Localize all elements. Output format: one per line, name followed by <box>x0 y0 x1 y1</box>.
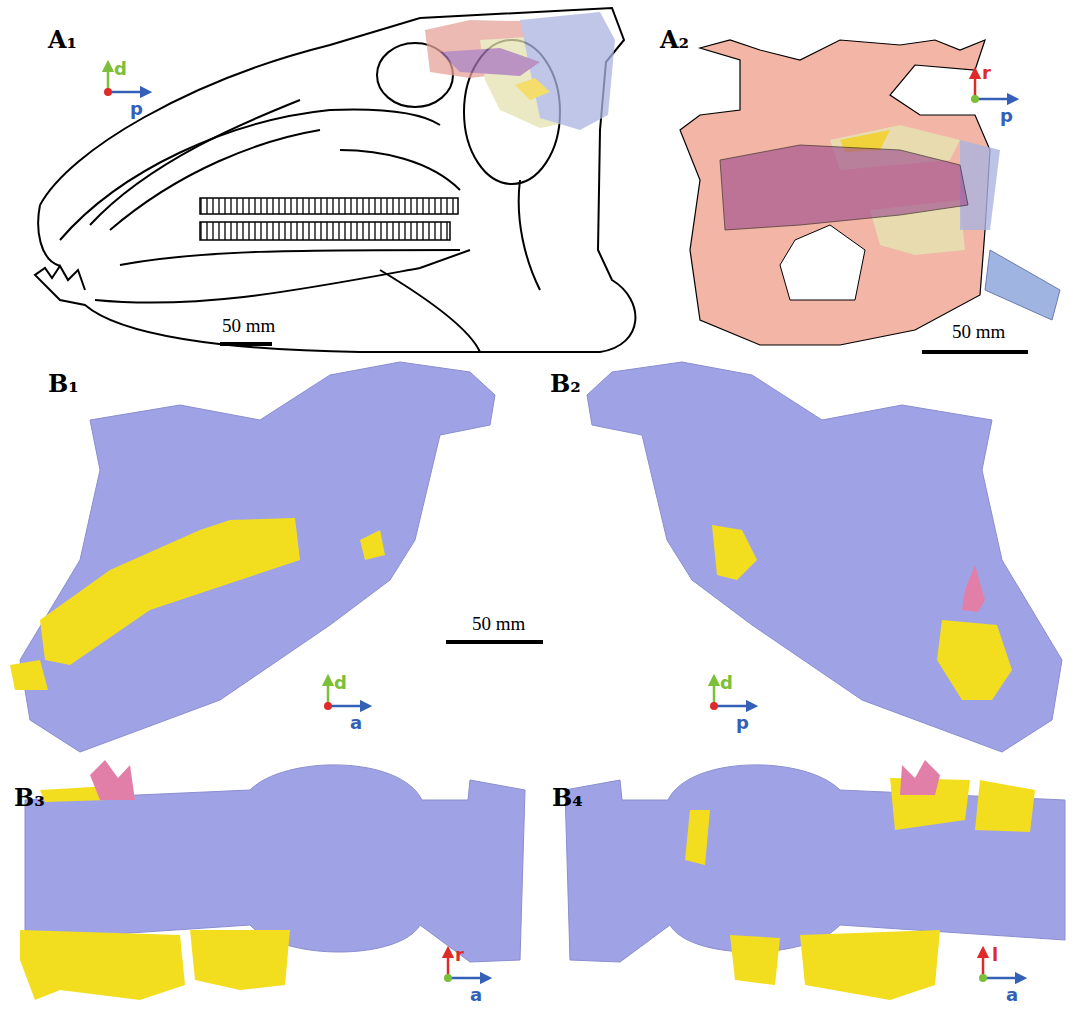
axis-label: d <box>114 60 127 78</box>
axis-glyph <box>104 66 1021 982</box>
scale-label: 50 mm <box>472 614 525 633</box>
tooth-row <box>200 198 458 214</box>
axis-label: l <box>992 946 998 964</box>
endocast-part <box>962 565 985 612</box>
axis-label: p <box>1000 107 1013 125</box>
scale-label: 50 mm <box>222 316 275 335</box>
endocast-lateral <box>10 362 495 752</box>
axis-label: r <box>455 946 464 964</box>
axis-label: p <box>130 100 143 118</box>
endocast-dorsal <box>20 760 525 1000</box>
axis-label: p <box>736 714 749 732</box>
axis-label: d <box>334 674 347 692</box>
axis-label: r <box>982 64 991 82</box>
panel-label: A₂ <box>660 28 689 52</box>
axis-label: d <box>720 674 733 692</box>
skull-outline <box>35 8 635 352</box>
panel-label: B₂ <box>550 372 581 396</box>
panel-label: B₄ <box>552 786 583 810</box>
endocast-lateral <box>587 362 1062 752</box>
axis-label: a <box>350 714 362 732</box>
panel-label: B₁ <box>48 372 79 396</box>
endocast-dorsal <box>565 760 1065 1000</box>
endocast-dorsal <box>680 40 1060 345</box>
axis-label: a <box>1006 986 1018 1004</box>
endocast-inset <box>425 12 615 130</box>
axis-label: a <box>470 986 482 1004</box>
tooth-row <box>200 222 450 240</box>
scale-bar <box>220 344 1028 642</box>
panel-label: B₃ <box>14 786 45 810</box>
panel-label: A₁ <box>48 28 77 52</box>
scale-label: 50 mm <box>952 322 1005 341</box>
